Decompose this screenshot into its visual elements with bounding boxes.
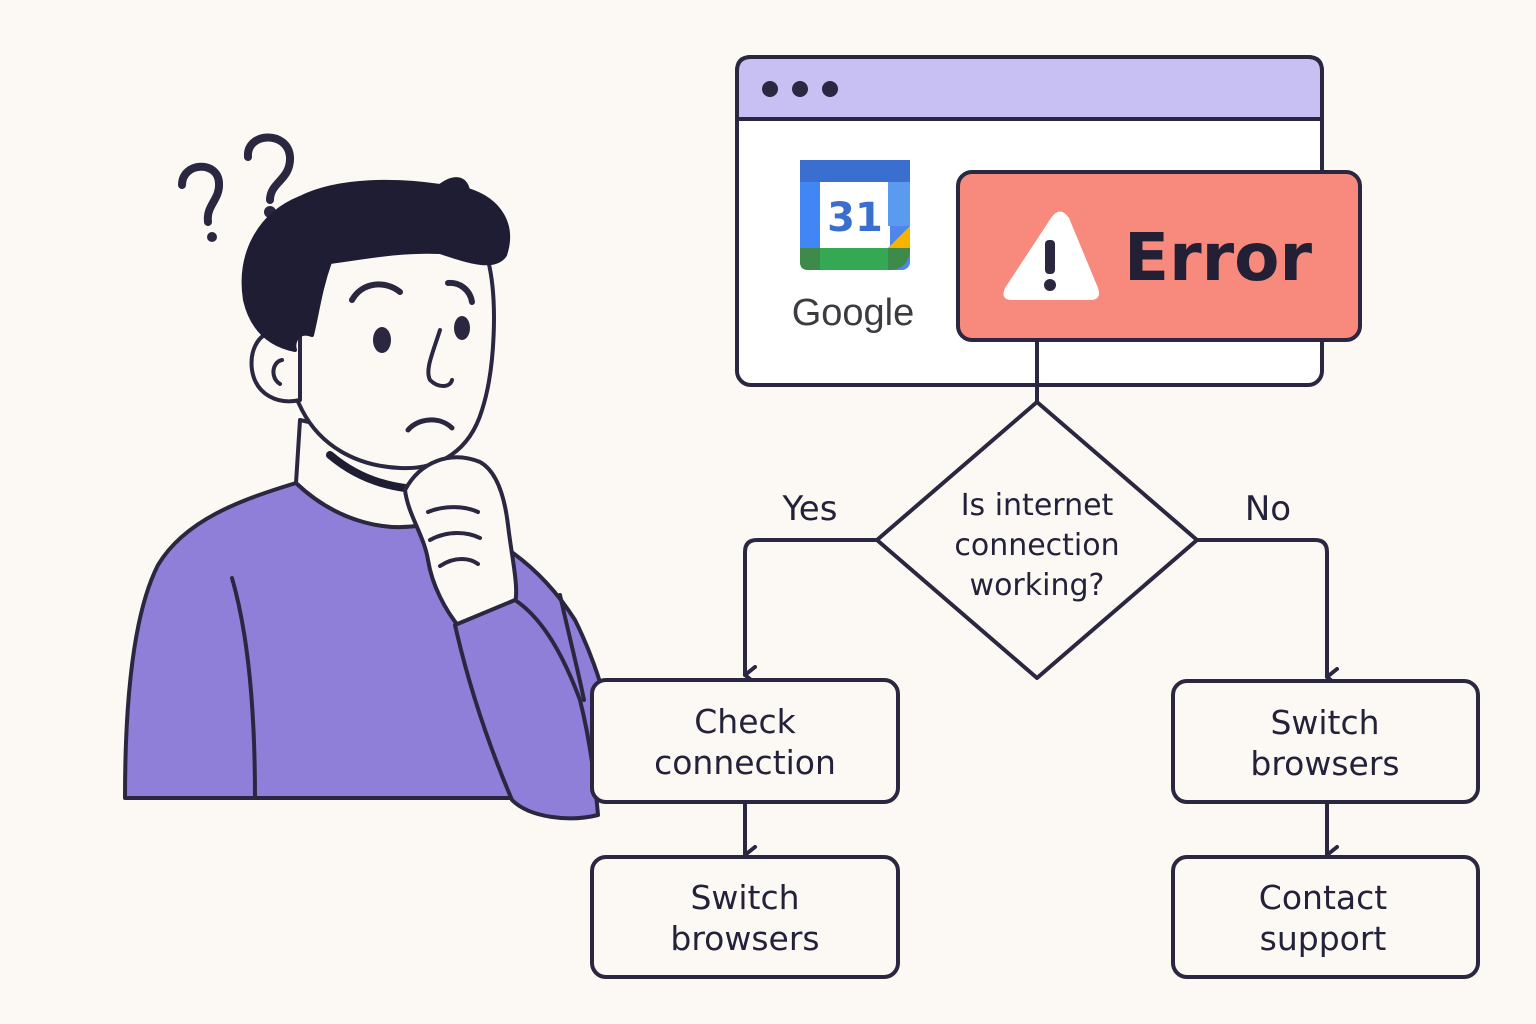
no-connector [1195, 538, 1339, 687]
decision-text-line3: working? [970, 568, 1105, 603]
hand [403, 455, 519, 630]
google-calendar-icon: 31 [800, 160, 910, 270]
hair [241, 177, 511, 352]
browser-window: 31 Google Error [735, 55, 1362, 387]
error-banner: Error [956, 170, 1362, 342]
yes-label: Yes [782, 489, 838, 529]
check-connection-box [590, 678, 900, 804]
contact-support-box [1171, 855, 1480, 979]
error-label: Error [1124, 219, 1313, 296]
check-connection-line1: Check [694, 702, 796, 741]
google-brand-label: Google [792, 292, 915, 334]
check-connection-line2: connection [654, 743, 836, 782]
arm [453, 598, 600, 821]
confused-person-figure [123, 133, 607, 821]
yes-switch-browsers-line2: browsers [670, 919, 819, 958]
decision-diamond [875, 400, 1199, 680]
no-switch-browsers-line2: browsers [1250, 744, 1399, 783]
browser-titlebar [735, 55, 1324, 121]
yes-switch-browsers-box [590, 855, 900, 979]
no-switch-browsers-line1: Switch [1270, 703, 1379, 742]
question-marks-icon [178, 133, 294, 226]
contact-support-line1: Contact [1259, 878, 1387, 917]
window-dot-icon [762, 81, 778, 97]
window-dot-icon [792, 81, 808, 97]
calendar-day-number: 31 [827, 195, 883, 241]
yes-connector [743, 538, 879, 685]
contact-support-line2: support [1260, 919, 1387, 958]
no-label: No [1245, 489, 1291, 529]
decision-text-line1: Is internet [961, 488, 1114, 523]
yes-switch-browsers-line1: Switch [690, 878, 799, 917]
decision-text-line2: connection [954, 528, 1119, 563]
window-dot-icon [822, 81, 838, 97]
troubleshooting-flowchart [590, 338, 1480, 979]
warning-triangle-icon [1003, 211, 1099, 300]
